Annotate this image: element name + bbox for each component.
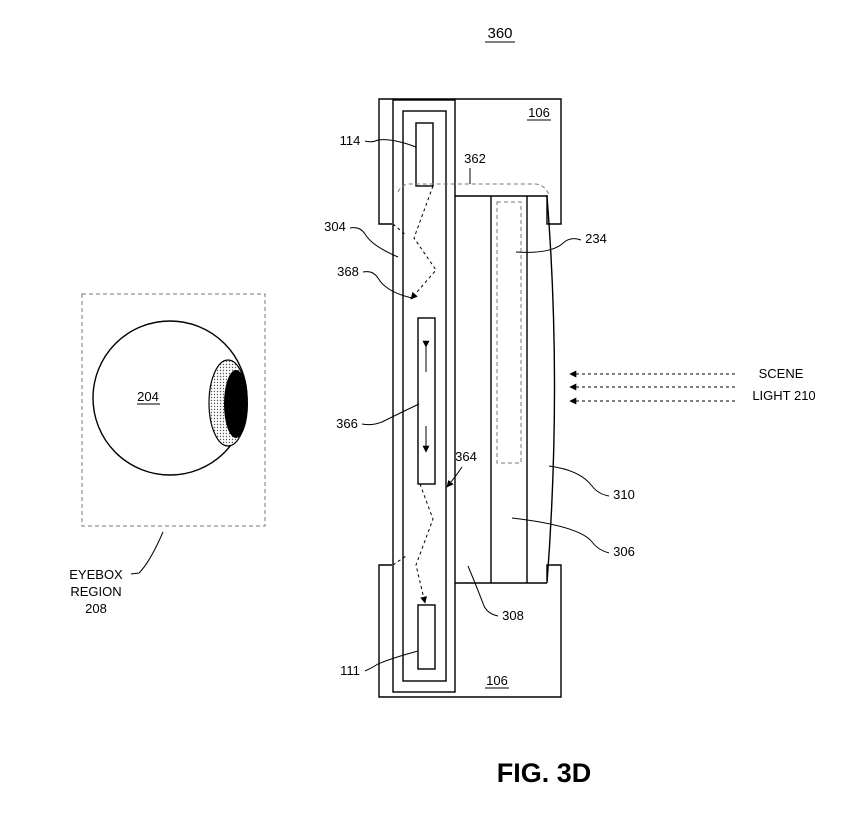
element-234 [496, 201, 522, 464]
waveguide-368 [402, 110, 447, 682]
label-368: 368 [337, 264, 359, 279]
label-310: 310 [613, 487, 635, 502]
frame-bottom: 106 [378, 564, 562, 698]
eyebox-region: 204 EYEBOX REGION 208 [69, 293, 266, 616]
label-304: 304 [324, 219, 346, 234]
element-114 [415, 122, 434, 187]
label-366: 366 [336, 416, 358, 431]
label-364: 364 [455, 449, 477, 464]
bracket-362 [397, 183, 550, 196]
eyebox-label-line3: 208 [85, 601, 107, 616]
eyebox-label-line1: EYEBOX [69, 567, 123, 582]
eyebox-label-line2: REGION [70, 584, 121, 599]
figure-caption: FIG. 3D [497, 758, 592, 788]
label-114: 114 [340, 133, 361, 148]
label-306: 306 [613, 544, 635, 559]
waveguide-stack [392, 99, 556, 693]
frame-top-label: 106 [528, 105, 550, 120]
label-308: 308 [502, 608, 524, 623]
frame-bottom-label: 106 [486, 673, 508, 688]
element-366 [417, 317, 436, 485]
scene-label-line1: SCENE [759, 366, 804, 381]
label-111: 111 [340, 663, 360, 678]
display-layer-304 [392, 99, 456, 693]
element-111 [417, 604, 436, 670]
frame-top: 106 [378, 98, 562, 225]
pupil [224, 370, 248, 438]
scene-label-line2: LIGHT 210 [752, 388, 815, 403]
label-362: 362 [464, 151, 486, 166]
lens-310 [546, 195, 556, 584]
eye-label: 204 [137, 389, 159, 404]
figure-number: 360 [487, 25, 512, 42]
eyebox-leader [130, 531, 164, 575]
eyebox-region-box [81, 293, 266, 527]
scene-light: SCENE LIGHT 210 [569, 366, 816, 405]
label-234: 234 [585, 231, 607, 246]
